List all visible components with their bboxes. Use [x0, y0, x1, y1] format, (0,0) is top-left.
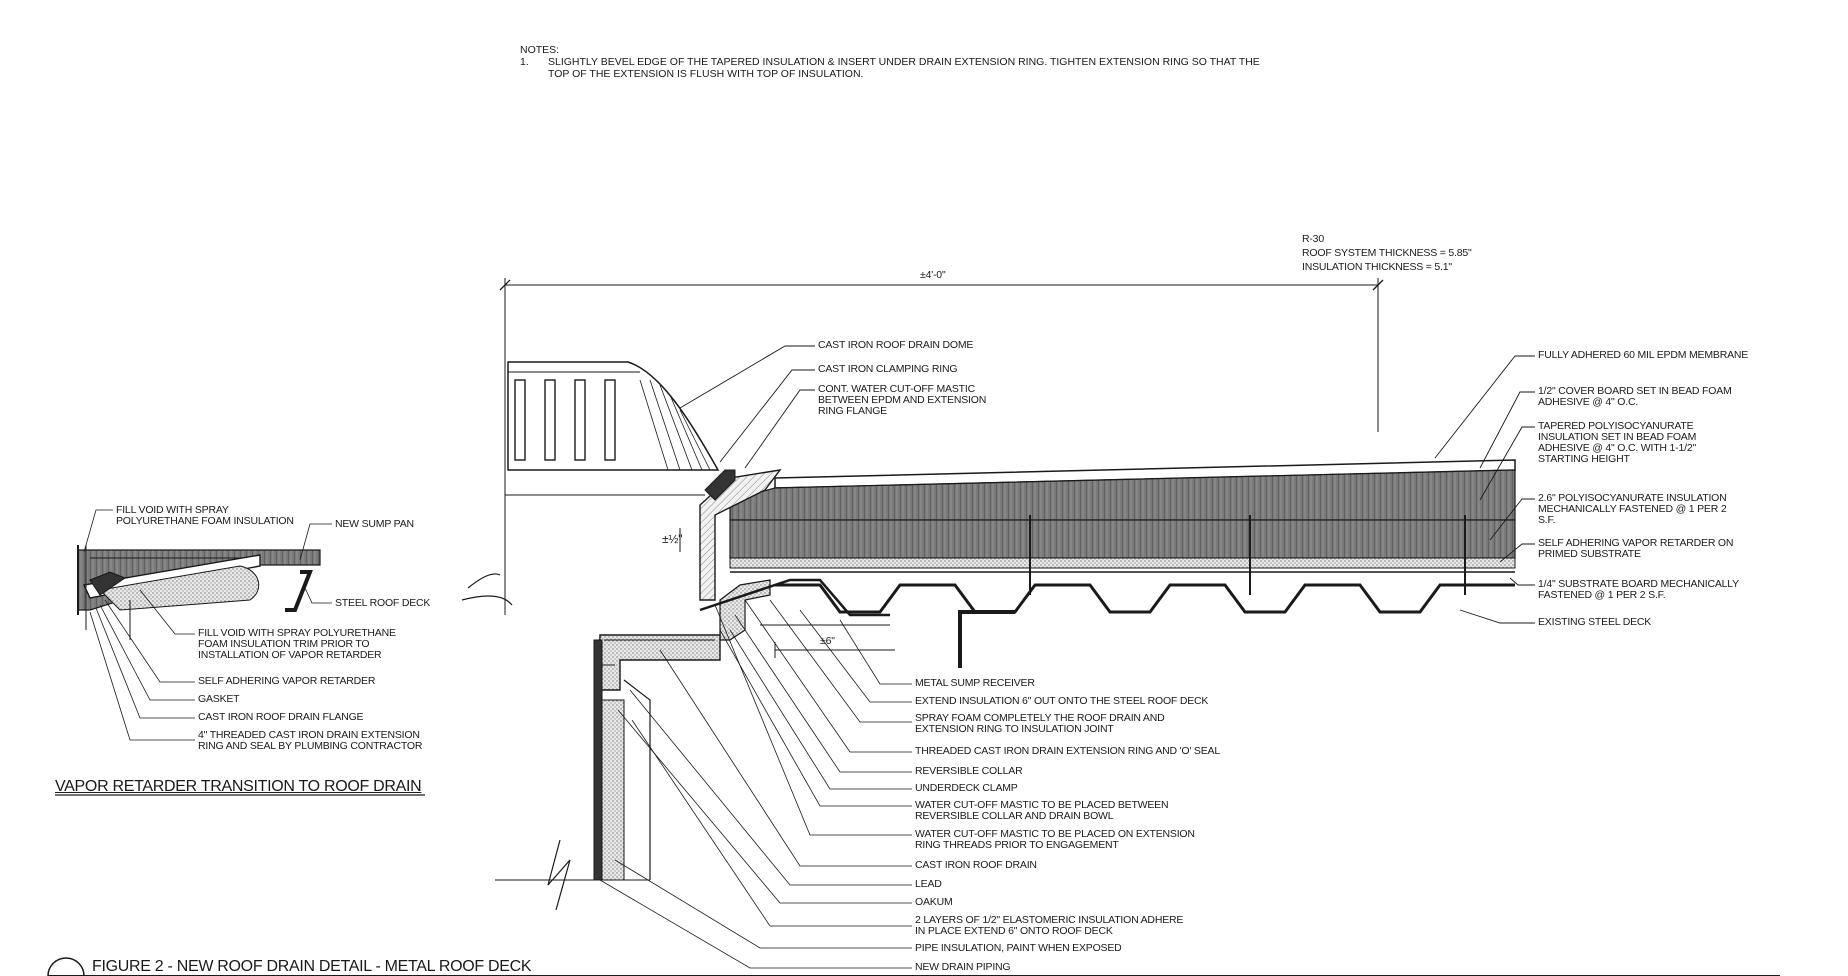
callout-extend-insulation: EXTEND INSULATION 6" OUT ONTO THE STEEL …: [915, 695, 1209, 707]
callout-substrate-board: 1/4" SUBSTRATE BOARD MECHANICALLY FASTEN…: [1538, 578, 1739, 601]
callout-reversible-collar: REVERSIBLE COLLAR: [915, 765, 1023, 777]
callout-clamping-ring: CAST IRON CLAMPING RING: [818, 363, 958, 375]
callout-roof-drain: CAST IRON ROOF DRAIN: [915, 859, 1037, 871]
callout-spray-foam: SPRAY FOAM COMPLETELY THE ROOF DRAIN AND…: [915, 712, 1165, 735]
callout-oakum: OAKUM: [915, 896, 953, 908]
general-notes: NOTES: 1. SLIGHTLY BEVEL EDGE OF THE TAP…: [520, 44, 1260, 80]
notes-heading: NOTES:: [520, 44, 560, 56]
roof-system-thickness: ROOF SYSTEM THICKNESS = 5.85": [1302, 247, 1472, 259]
callout-tapered-insulation: TAPERED POLYISOCYANURATE INSULATION SET …: [1538, 420, 1697, 465]
callout-fill-void-top: FILL VOID WITH SPRAY POLYURETHANE FOAM I…: [116, 504, 294, 527]
callout-pipe-insulation: PIPE INSULATION, PAINT WHEN EXPOSED: [915, 942, 1122, 954]
callout-steel-deck: EXISTING STEEL DECK: [1538, 616, 1652, 628]
callout-extension-ring: THREADED CAST IRON DRAIN EXTENSION RING …: [915, 745, 1220, 757]
note-text-line2: TOP OF THE EXTENSION IS FLUSH WITH TOP O…: [548, 68, 864, 80]
callout-drain-piping: NEW DRAIN PIPING: [915, 961, 1011, 973]
callout-water-cutoff: CONT. WATER CUT-OFF MASTIC BETWEEN EPDM …: [818, 383, 987, 417]
left-detail-title: VAPOR RETARDER TRANSITION TO ROOF DRAIN: [55, 778, 422, 795]
callout-drain-dome: CAST IRON ROOF DRAIN DOME: [818, 339, 974, 351]
dim-drop: ±½": [662, 532, 683, 546]
callout-fill-void-trim: FILL VOID WITH SPRAY POLYURETHANE FOAM I…: [198, 627, 396, 661]
callout-epdm: FULLY ADHERED 60 MIL EPDM MEMBRANE: [1538, 349, 1749, 361]
rvalue-label: R-30: [1302, 233, 1324, 245]
callout-underdeck-clamp: UNDERDECK CLAMP: [915, 782, 1018, 794]
note-item: 1. SLIGHTLY BEVEL EDGE OF THE TAPERED IN…: [520, 56, 1260, 68]
callout-left-vapor-retarder: SELF ADHERING VAPOR RETARDER: [198, 675, 376, 687]
callout-threaded-ring: 4" THREADED CAST IRON DRAIN EXTENSION RI…: [198, 729, 423, 752]
main-detail: [461, 278, 1535, 969]
callout-left-steel-deck: STEEL ROOF DECK: [335, 597, 431, 609]
note-number: 1.: [520, 56, 529, 68]
dim-sump: ±6": [820, 635, 835, 647]
callout-mastic-collar: WATER CUT-OFF MASTIC TO BE PLACED BETWEE…: [915, 799, 1169, 822]
insulation-thickness: INSULATION THICKNESS = 5.1": [1302, 261, 1452, 273]
callout-drain-flange: CAST IRON ROOF DRAIN FLANGE: [198, 711, 364, 723]
callout-vapor-retarder: SELF ADHERING VAPOR RETARDER ON PRIMED S…: [1538, 537, 1734, 560]
callout-gasket: GASKET: [198, 693, 240, 705]
figure-title: FIGURE 2 - NEW ROOF DRAIN DETAIL - METAL…: [92, 958, 532, 975]
callout-sump-receiver: METAL SUMP RECEIVER: [915, 677, 1035, 689]
note-text-line1: SLIGHTLY BEVEL EDGE OF THE TAPERED INSUL…: [548, 56, 1260, 68]
callout-new-sump-pan: NEW SUMP PAN: [335, 518, 414, 530]
title-block: [47, 957, 1780, 976]
vapor-retarder-detail: [55, 509, 425, 796]
callout-polyiso: 2.6" POLYISOCYANURATE INSULATION MECHANI…: [1538, 492, 1727, 526]
callout-lead: LEAD: [915, 878, 942, 890]
callout-mastic-threads: WATER CUT-OFF MASTIC TO BE PLACED ON EXT…: [915, 828, 1195, 851]
callout-elastomeric: 2 LAYERS OF 1/2" ELASTOMERIC INSULATION …: [915, 914, 1184, 937]
dim-overall: ±4'-0": [920, 269, 946, 281]
note-item-cont: TOP OF THE EXTENSION IS FLUSH WITH TOP O…: [520, 68, 1260, 80]
callout-cover-board: 1/2" COVER BOARD SET IN BEAD FOAM ADHESI…: [1538, 385, 1732, 408]
